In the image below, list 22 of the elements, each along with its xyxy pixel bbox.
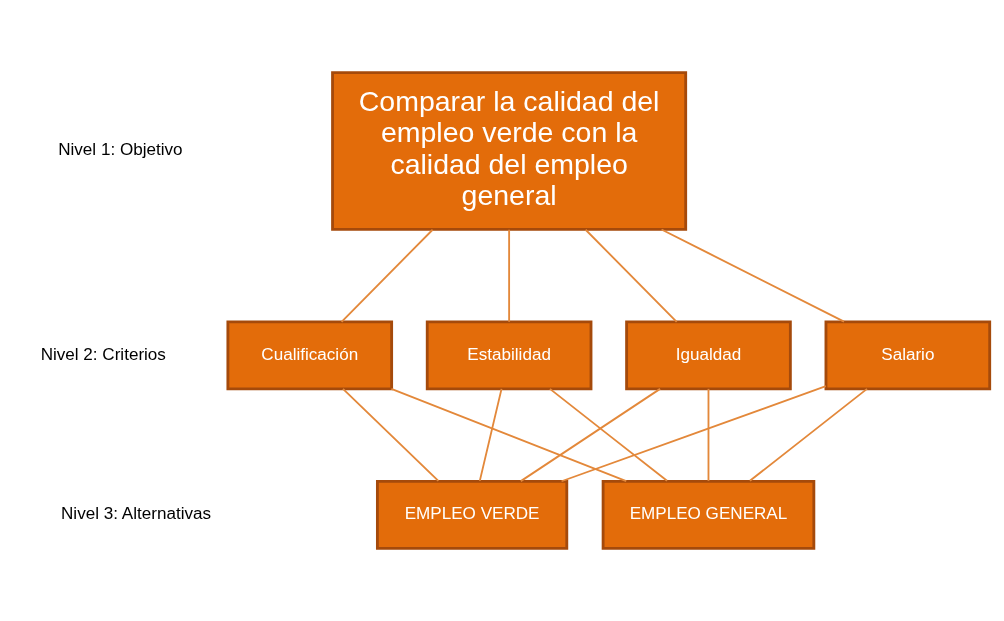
connector — [660, 228, 845, 323]
connector — [340, 228, 434, 323]
node-box: EMPLEO GENERAL — [601, 479, 816, 550]
connector — [549, 387, 668, 482]
connector — [342, 387, 440, 482]
node-box: Cualificación — [226, 320, 394, 391]
node-box: Estabilidad — [425, 320, 593, 391]
node-box: Salario — [824, 320, 992, 391]
connector — [584, 228, 678, 323]
connector — [560, 385, 827, 483]
connector — [749, 387, 868, 482]
node-box: Comparar la calidad del empleo verde con la calidad del empleo general — [331, 71, 688, 231]
node-box: Igualdad — [625, 320, 792, 391]
connector — [508, 228, 511, 323]
connector — [707, 387, 710, 482]
node-box: EMPLEO VERDE — [375, 479, 569, 550]
connector — [478, 387, 503, 482]
connector — [519, 387, 661, 483]
label: Nivel 3: Alternativas — [61, 504, 212, 524]
connector — [390, 387, 628, 483]
label: Nivel 1: Objetivo — [58, 140, 183, 160]
label: Nivel 2: Criterios — [40, 344, 166, 364]
